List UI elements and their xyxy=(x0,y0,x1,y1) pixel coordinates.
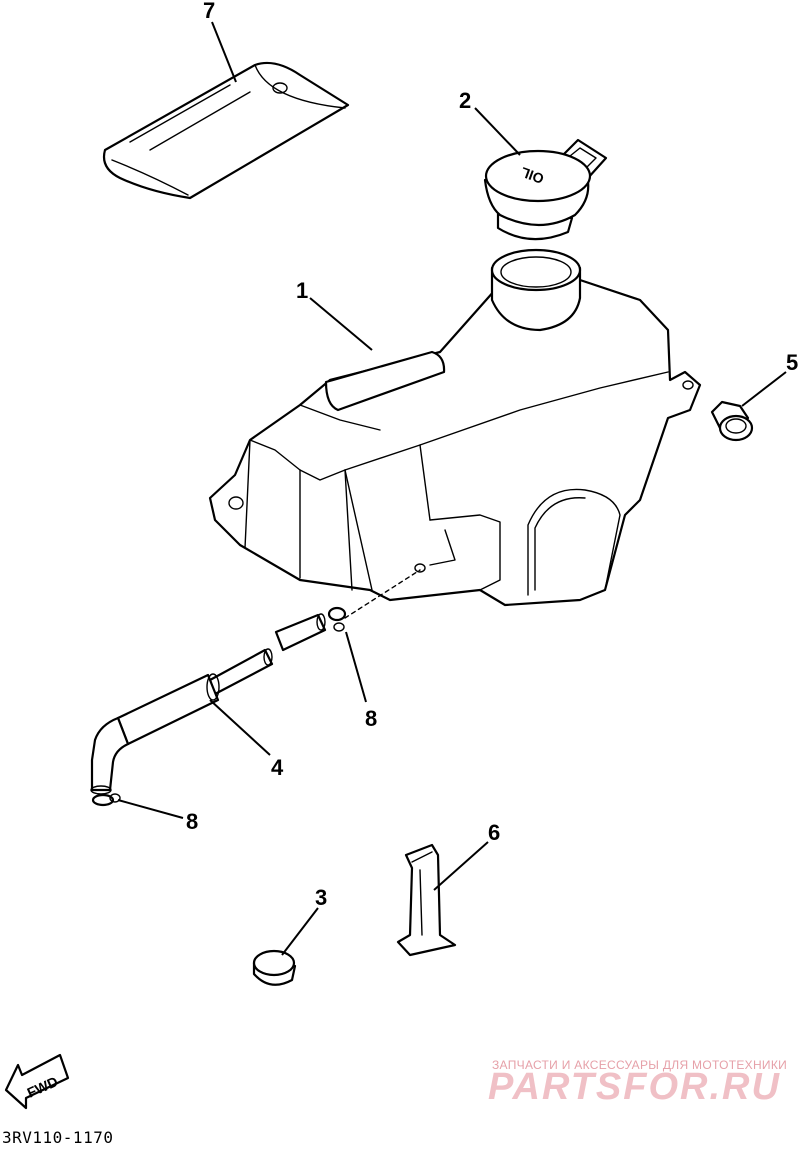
callout-6: 6 xyxy=(488,820,500,845)
part-8-hose-clip-upper[interactable] xyxy=(327,606,347,632)
callout-7: 7 xyxy=(203,0,215,23)
diagram-code: 3RV110-1170 xyxy=(2,1128,114,1147)
leader-lines xyxy=(117,21,787,956)
cap-oil-marking: OIL xyxy=(518,164,546,187)
part-6-bracket[interactable] xyxy=(396,843,457,957)
part-3-grommet[interactable] xyxy=(252,949,297,986)
callout-numbers: 7 2 1 5 8 4 8 6 3 xyxy=(186,0,798,910)
part-4-oil-hose[interactable] xyxy=(90,613,327,795)
callout-2: 2 xyxy=(459,88,471,113)
part-7-tool-bag[interactable] xyxy=(102,61,350,200)
part-8-hose-clip-lower[interactable] xyxy=(91,793,121,807)
callout-3: 3 xyxy=(315,885,327,910)
callout-8-lower: 8 xyxy=(186,809,198,834)
watermark-logo: PARTSFOR.RU xyxy=(488,1066,781,1108)
watermark-tagline: ЗАПЧАСТИ И АКСЕССУАРЫ ДЛЯ МОТОТЕХНИКИ xyxy=(492,1058,788,1072)
forward-direction-arrow: FWD xyxy=(4,1053,70,1110)
callout-4: 4 xyxy=(271,755,284,780)
part-1-oil-tank[interactable] xyxy=(208,248,702,619)
part-2-oil-filler-cap[interactable]: OIL xyxy=(483,138,608,241)
callout-5: 5 xyxy=(786,350,798,375)
callout-8-upper: 8 xyxy=(365,706,377,731)
part-5-bolt[interactable] xyxy=(710,400,754,442)
callout-1: 1 xyxy=(296,278,308,303)
